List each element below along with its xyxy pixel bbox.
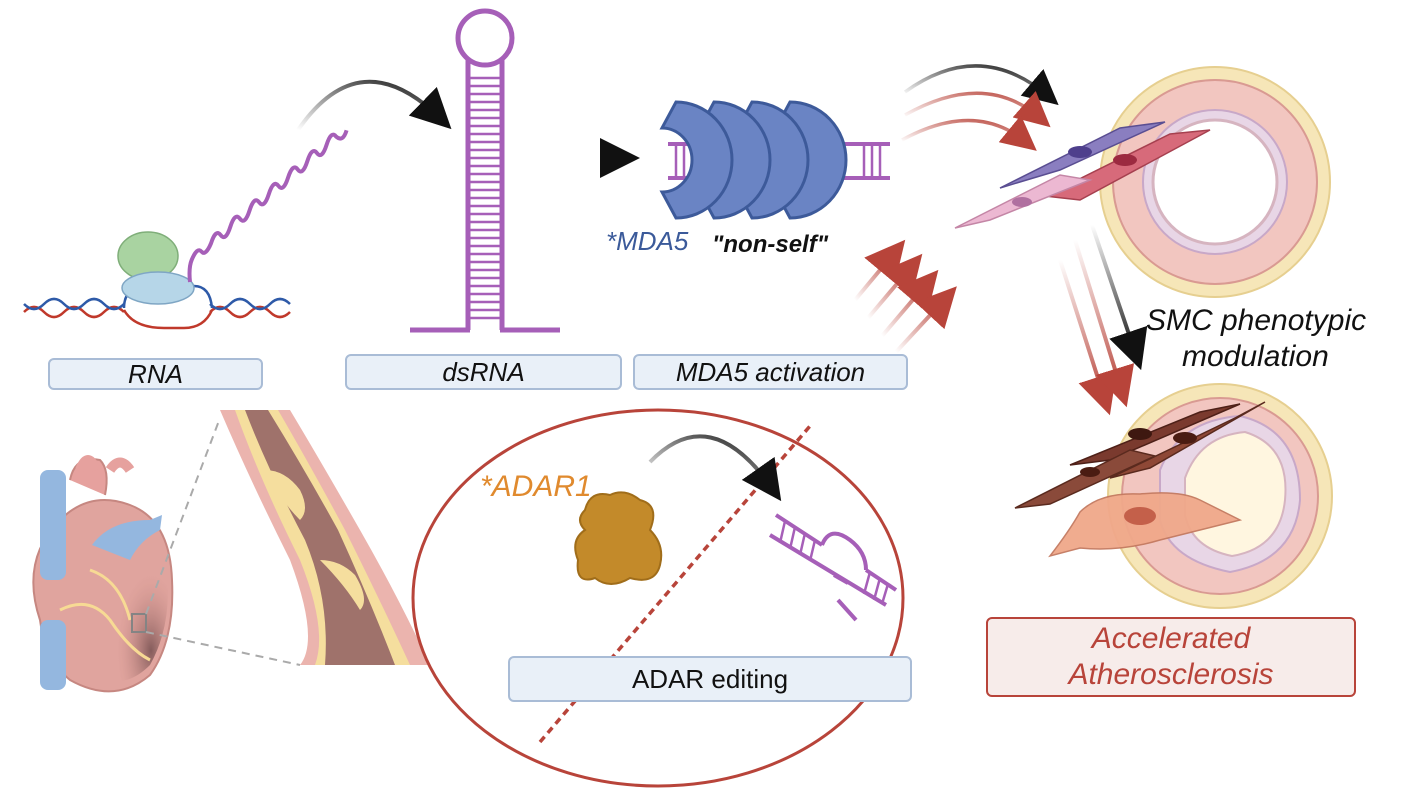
dsrna-label: dsRNA	[442, 356, 525, 387]
adar-editing-label-box: ADAR editing	[508, 656, 912, 702]
adar-editing-label: ADAR editing	[631, 663, 789, 694]
rna-label: RNA	[128, 358, 183, 389]
mda5-star-label: *MDA5	[606, 226, 689, 256]
smc-modulation-line2: modulation	[1182, 340, 1329, 373]
heart-illustration	[32, 455, 174, 693]
arrow-mda5-to-smc-red-2	[901, 115, 1037, 151]
diseased-vessel	[1107, 383, 1333, 609]
dna-strand-red	[23, 305, 125, 319]
adar1-star-label: *ADAR1	[480, 470, 592, 503]
dsrna-hairpin	[410, 8, 560, 333]
smc-modulation-line1: SMC phenotypic	[1146, 304, 1366, 337]
arrow-mda5-to-smc-red-1	[904, 91, 1051, 128]
edited-dsrna	[768, 513, 898, 622]
healthy-vessel	[1099, 66, 1331, 298]
zoom-line-bottom	[145, 631, 301, 666]
dsrna-label-box: dsRNA	[345, 354, 622, 390]
upregulation-arrows	[853, 239, 957, 354]
zoom-line-top	[145, 417, 221, 615]
atherosclerosis-label: Atherosclerosis	[1068, 658, 1274, 691]
arrow-adar-to-edited-rna	[648, 434, 782, 502]
mda5-filament	[659, 100, 890, 220]
artery-section	[220, 410, 430, 665]
mda5-activation-label-box: MDA5 activation	[633, 354, 908, 390]
accelerated-label: Accelerated	[1091, 622, 1251, 655]
mrna-strand	[187, 129, 349, 283]
contractile-smcs	[954, 121, 1211, 229]
synthetic-smcs	[1014, 401, 1266, 558]
arrow-rna-to-dsrna	[296, 80, 452, 132]
dna-strand-blue	[23, 297, 125, 311]
mda5-activation-label: MDA5 activation	[675, 356, 866, 387]
accelerated-atherosclerosis-box: Accelerated Atherosclerosis	[986, 617, 1356, 697]
polymerase-blue	[121, 271, 195, 305]
adar1-protein	[574, 491, 663, 585]
rna-label-box: RNA	[48, 358, 263, 390]
adar-ellipse	[411, 408, 905, 788]
non-self-label: "non-self"	[712, 231, 829, 258]
arrows-phenotypic-modulation	[1058, 224, 1148, 416]
transcription-illustration	[23, 129, 349, 330]
arrow-mda5-to-smc-black	[903, 64, 1059, 106]
adar-strikethrough	[538, 424, 812, 744]
